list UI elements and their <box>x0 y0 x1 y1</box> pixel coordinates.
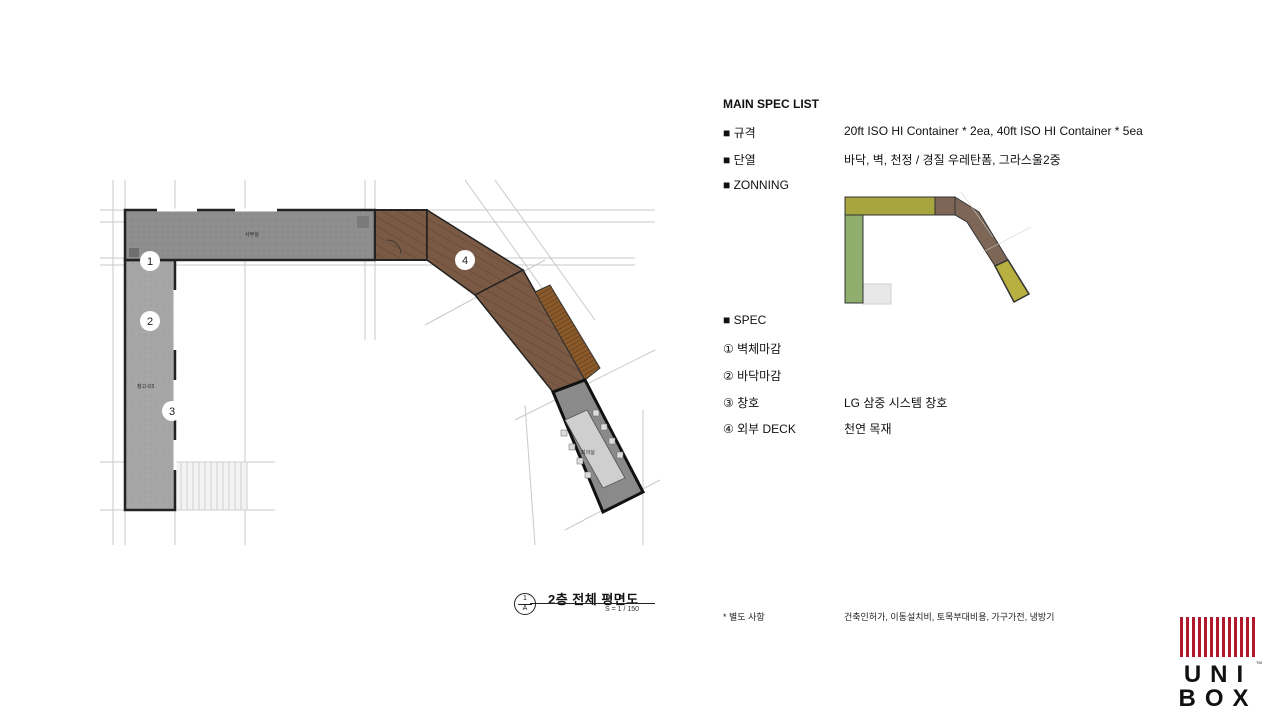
exterior-deck <box>534 284 601 381</box>
notes-label: * 별도 사항 <box>723 612 765 622</box>
stair-fixture <box>357 216 369 228</box>
zone-yellow <box>993 259 1031 304</box>
spec-row-size: ■ 규격 20ft ISO HI Container * 2ea, 40ft I… <box>723 124 1143 140</box>
section-sheet: A <box>522 605 528 612</box>
marker-2: 2 <box>140 311 160 331</box>
unibox-logo: TM UNI BOX <box>1178 617 1262 710</box>
zone-olive <box>844 196 936 216</box>
svg-text:4: 4 <box>462 255 468 267</box>
svg-text:2: 2 <box>147 316 153 328</box>
toilet-fixture <box>129 248 139 257</box>
svg-text:3: 3 <box>169 406 175 418</box>
zone-brown-corridor <box>954 196 1009 267</box>
zone-green <box>844 214 864 304</box>
additional-notes: * 별도 사항 건축인허가, 이동설치비, 토목부대비용, 가구가전, 냉방기 <box>723 610 1173 626</box>
spec-row-zoning: ■ ZONNING <box>723 178 789 192</box>
zoning-diagram <box>844 192 1032 305</box>
room-label-left: 창고-03 <box>137 383 154 390</box>
zone-hatch <box>862 283 892 305</box>
marker-3: 3 <box>162 401 182 421</box>
meeting-chairs <box>560 409 624 479</box>
spec-row-floor-finish: ② 바닥마감 <box>723 369 782 383</box>
plan-caption: 1 A 2층 전체 평면도 S = 1 / 150 <box>510 585 655 620</box>
spec-title: MAIN SPEC LIST <box>723 97 820 111</box>
marker-4: 4 <box>455 250 475 270</box>
plan-scale: S = 1 / 150 <box>605 606 640 613</box>
notes-value: 건축인허가, 이동설치비, 토목부대비용, 가구가전, 냉방기 <box>844 612 1055 622</box>
zone-brown-block <box>934 196 956 216</box>
svg-text:1: 1 <box>147 256 153 268</box>
spec-row-spec: ■ SPEC <box>723 313 767 327</box>
caption-underline <box>530 603 655 604</box>
svg-text:TM: TM <box>1256 660 1262 665</box>
room-label-meeting: 회의실 <box>581 449 595 456</box>
meeting-table <box>564 409 626 489</box>
spec-row-wall-finish: ① 벽체마감 <box>723 342 782 356</box>
spec-row-deck: ④ 외부 DECK 천연 목재 <box>723 422 892 436</box>
spec-row-insulation: ■ 단열 바닥, 벽, 천정 / 경질 우레탄폼, 그라스울2중 <box>723 153 1061 167</box>
floor-plan: 사무실 창고-03 회의실 1 2 3 4 <box>100 179 661 546</box>
marker-1: 1 <box>140 251 160 271</box>
section-number: 1 <box>523 595 527 602</box>
spec-row-windows: ③ 창호 LG 삼중 시스템 창호 <box>723 396 948 410</box>
room-label-top: 사무실 <box>245 231 259 238</box>
spec-list: MAIN SPEC LIST ■ 규격 20ft ISO HI Containe… <box>723 0 1193 460</box>
logo-line2: BOX <box>1178 685 1257 710</box>
logo-line1: UNI <box>1184 661 1252 688</box>
section-marker: 1 A <box>514 593 536 615</box>
terrace-hatch <box>174 461 248 511</box>
